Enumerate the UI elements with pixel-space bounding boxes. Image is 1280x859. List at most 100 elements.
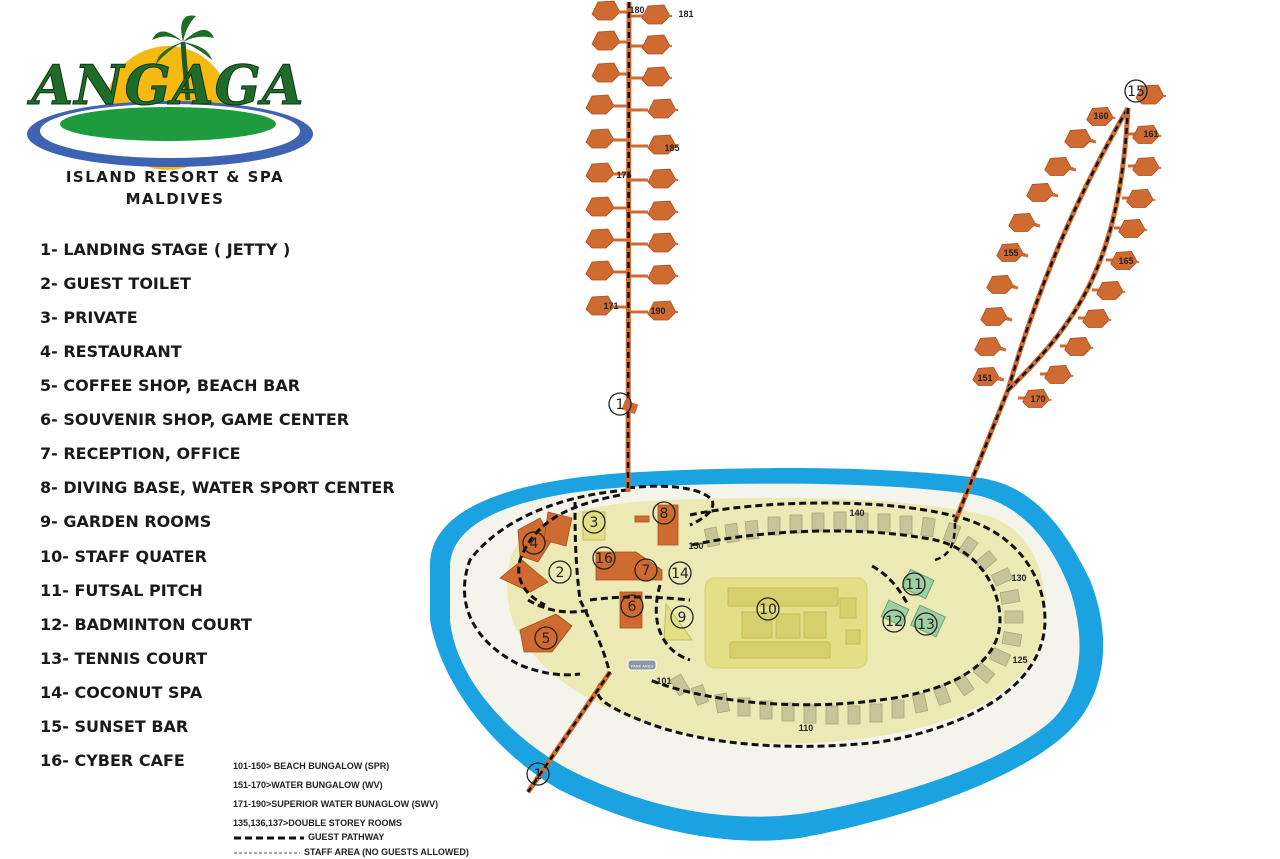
map-marker-label: 8	[660, 506, 669, 522]
room-number: 170	[1030, 394, 1045, 404]
bungalow-roof	[974, 337, 1004, 356]
room-number: 175	[616, 170, 631, 180]
east-jetty-link	[934, 521, 957, 562]
map-marker-label: 11	[905, 577, 923, 593]
map-marker-label: 5	[542, 631, 551, 647]
water-bungalows	[585, 0, 1166, 408]
bungalow-roof	[585, 260, 616, 281]
map-marker: 3	[582, 510, 606, 534]
legend-item: 5- COFFEE SHOP, BEACH BAR	[40, 376, 301, 395]
bungalow-roof	[1008, 213, 1038, 232]
bungalow-roof	[1026, 183, 1056, 202]
bungalow-roof	[585, 128, 616, 149]
legend-guest-pathway: GUEST PATHWAY	[308, 832, 385, 842]
bungalow-roof	[980, 307, 1010, 326]
map-marker-label: 6	[628, 599, 637, 615]
map-marker: 14	[668, 561, 692, 585]
room-number: 155	[1003, 248, 1018, 258]
bungalow-roof	[1064, 337, 1094, 356]
room-number: 151	[977, 373, 992, 383]
bungalow-roof	[1096, 281, 1126, 300]
legend-item: 15- SUNSET BAR	[40, 717, 189, 736]
map-marker-label: 15	[1127, 84, 1145, 100]
map-marker: 1	[526, 762, 550, 786]
map-marker-label: 4	[530, 536, 539, 552]
bungalow-roof	[591, 0, 622, 21]
bungalow-roof	[1044, 157, 1074, 176]
room-number: 185	[664, 143, 679, 153]
loop-inner-west	[517, 493, 621, 607]
bungalow-roof	[1044, 365, 1074, 384]
bungalow-roof	[585, 228, 616, 249]
map-marker: 7	[634, 558, 658, 582]
beach-bungalow-blocks	[669, 511, 1024, 725]
map-marker: 8	[652, 501, 676, 525]
room-number: 190	[650, 306, 665, 316]
map-marker-label: 9	[678, 610, 687, 626]
legend-item: 1- LANDING STAGE ( JETTY )	[40, 240, 291, 259]
map-marker: 11	[902, 572, 926, 596]
map-marker-label: 12	[885, 614, 903, 630]
palm-tree-icon	[152, 15, 214, 101]
map-marker: 6	[620, 594, 644, 618]
bungalow-roof	[647, 232, 678, 253]
bungalow-roof	[585, 196, 616, 217]
legend-item: 4- RESTAURANT	[40, 342, 182, 361]
room-number: 160	[1093, 111, 1108, 121]
legend-item: 2- GUEST TOILET	[40, 274, 191, 293]
room-number: 125	[1012, 655, 1027, 665]
bungalow-roof	[647, 300, 678, 321]
room-number: 161	[1143, 129, 1158, 139]
resort-buildings	[499, 504, 693, 653]
bungalow-roof	[1064, 129, 1094, 148]
logo-text: ANGAGA	[26, 53, 304, 117]
bungalow-roof	[585, 162, 616, 183]
bungalow-roof	[641, 4, 672, 25]
map-marker-label: 16	[595, 551, 613, 567]
map-marker: 10	[756, 597, 780, 621]
bungalow-roof	[996, 243, 1026, 262]
park-sign	[627, 659, 657, 671]
bungalow-roof	[986, 275, 1016, 294]
bungalow-roof	[1110, 251, 1140, 270]
room-number: 130	[1011, 573, 1026, 583]
map-marker-label: 1	[534, 767, 543, 783]
room-number: 110	[799, 723, 814, 733]
path-mid	[573, 501, 612, 676]
bungalow-roof	[647, 168, 678, 189]
map-marker: 2	[548, 560, 572, 584]
path-h1	[589, 595, 691, 602]
map-marker-label: 14	[671, 566, 689, 582]
bungalow-roof	[591, 62, 622, 83]
bungalow-roof	[1132, 125, 1162, 144]
subtitle-country: MALDIVES	[125, 190, 225, 208]
legend-item: 16- CYBER CAFE	[40, 751, 185, 770]
bungalow-roof	[647, 134, 678, 155]
bungalow-roof	[1126, 189, 1156, 208]
bungalow-roof	[585, 94, 616, 115]
map-marker: 5	[534, 626, 558, 650]
loop-inner	[649, 529, 1002, 707]
legend-beach-bungalow: 101-150> BEACH BUNGALOW (SPR)	[233, 761, 390, 771]
bungalow-roof	[585, 295, 616, 316]
map-marker: 1	[608, 392, 632, 416]
bungalow-roof	[647, 200, 678, 221]
loop-outer	[596, 501, 1047, 748]
map-marker-label: 1	[616, 397, 625, 413]
room-number: 101	[656, 676, 671, 686]
room-number: 181	[678, 9, 693, 19]
legend-item: 14- COCONUT SPA	[40, 683, 203, 702]
legend-staff-area: STAFF AREA (NO GUESTS ALLOWED)	[304, 847, 469, 857]
bungalow-roof	[647, 98, 678, 119]
room-number: 140	[849, 508, 864, 518]
legend-item: 8- DIVING BASE, WATER SPORT CENTER	[40, 478, 395, 497]
bungalow-roof	[641, 34, 672, 55]
legend-item: 11- FUTSAL PITCH	[40, 581, 203, 600]
map-marker: 13	[914, 612, 938, 636]
map-marker-label: 13	[917, 617, 935, 633]
room-number: 171	[603, 301, 618, 311]
room-number: 165	[1118, 256, 1133, 266]
staff-buildings	[727, 587, 861, 659]
